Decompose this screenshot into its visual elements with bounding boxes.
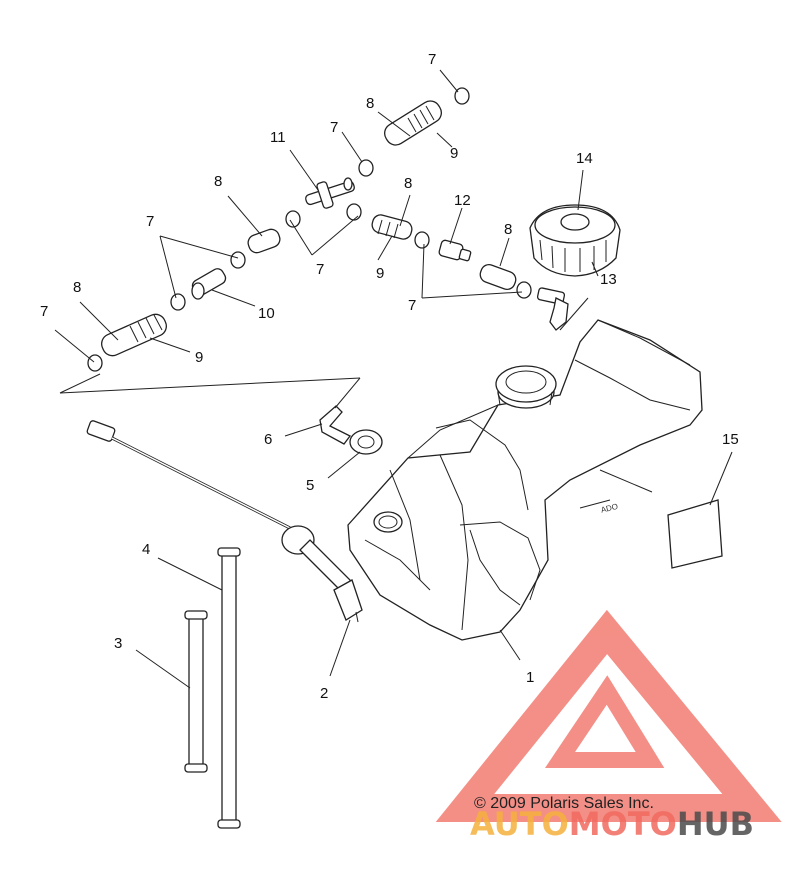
- callout-11: 11: [270, 129, 286, 146]
- hose-lower-left: [101, 313, 167, 357]
- tank-marking: ADO: [600, 502, 619, 515]
- callout-3: 3: [114, 635, 122, 652]
- callout-9: 9: [376, 265, 384, 282]
- strap-short: [184, 610, 208, 773]
- elbow-fitting: [536, 287, 569, 331]
- clamp: [346, 203, 362, 221]
- strap-long: [217, 547, 241, 829]
- callout-13: 13: [600, 271, 617, 288]
- watermark-moto: MOTO: [569, 805, 677, 843]
- callout-9: 9: [450, 145, 458, 162]
- hose-short-left: [247, 228, 281, 254]
- watermark-logo: [435, 609, 782, 822]
- callout-2: 2: [320, 685, 328, 702]
- hose-upper-right: [384, 100, 442, 146]
- callout-7: 7: [316, 261, 324, 278]
- clamp: [414, 231, 430, 249]
- check-valve: [438, 239, 472, 262]
- grommet: [349, 429, 383, 455]
- clamp: [358, 159, 374, 177]
- clamp: [170, 293, 186, 311]
- copyright-notice: © 2009 Polaris Sales Inc.: [474, 795, 654, 812]
- hose-short-center: [479, 263, 517, 291]
- callout-labels: 7 8 9 11 7 8 14 8 12 8 7 7 9 13 7 10 8 7…: [40, 51, 739, 702]
- decal: [667, 499, 723, 569]
- clamp: [285, 210, 301, 228]
- watermark-auto: AUTO: [470, 805, 569, 843]
- tee-fitting: [305, 177, 355, 209]
- callout-12: 12: [454, 192, 471, 209]
- callout-9: 9: [195, 349, 203, 366]
- callout-8: 8: [366, 95, 374, 112]
- watermark-hub: HUB: [677, 805, 754, 843]
- callout-8: 8: [214, 173, 222, 190]
- callout-8: 8: [404, 175, 412, 192]
- fuel-filter: [191, 268, 227, 300]
- fuel-cap: [529, 204, 621, 277]
- vent-elbow: [319, 405, 351, 445]
- callout-7: 7: [330, 119, 338, 136]
- leader-lines: [54, 69, 733, 689]
- callout-8: 8: [73, 279, 81, 296]
- fuel-tank: ADO: [347, 319, 703, 641]
- clamp: [454, 87, 470, 105]
- fuel-sender: [86, 420, 363, 623]
- callout-15: 15: [722, 431, 739, 448]
- clamp: [516, 281, 532, 299]
- callout-6: 6: [264, 431, 272, 448]
- callout-5: 5: [306, 477, 314, 494]
- callout-4: 4: [142, 541, 150, 558]
- watermark-text: AUTOMOTOHUB: [470, 805, 754, 843]
- callout-10: 10: [258, 305, 275, 322]
- clamp: [87, 354, 103, 372]
- callout-7: 7: [40, 303, 48, 320]
- callout-7: 7: [408, 297, 416, 314]
- callout-14: 14: [576, 150, 593, 167]
- callout-1: 1: [526, 669, 534, 686]
- callout-8: 8: [504, 221, 512, 238]
- callout-7: 7: [428, 51, 436, 68]
- callout-7: 7: [146, 213, 154, 230]
- clamp: [230, 251, 246, 269]
